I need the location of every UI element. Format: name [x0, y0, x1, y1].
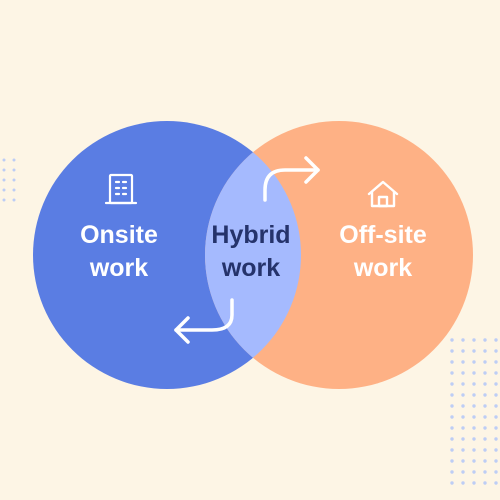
pattern-dot — [450, 393, 454, 397]
onsite-label: Onsite work — [64, 219, 174, 285]
pattern-dot — [450, 338, 454, 342]
pattern-dot — [472, 338, 476, 342]
pattern-dot — [461, 470, 465, 474]
pattern-dot — [472, 360, 476, 364]
pattern-dot — [461, 448, 465, 452]
pattern-dot — [450, 437, 454, 441]
pattern-dot — [483, 470, 487, 474]
office-building-icon — [104, 173, 138, 205]
pattern-dot — [461, 349, 465, 353]
pattern-dot — [461, 481, 465, 485]
pattern-dot — [12, 168, 16, 172]
pattern-dot — [450, 360, 454, 364]
pattern-dot — [494, 415, 498, 419]
pattern-dot — [494, 393, 498, 397]
offsite-label-line2: work — [353, 254, 413, 282]
pattern-dot — [472, 371, 476, 375]
pattern-dot — [494, 338, 498, 342]
pattern-dot — [483, 404, 487, 408]
pattern-dot — [472, 393, 476, 397]
hybrid-label-line1: Hybrid — [211, 221, 291, 249]
pattern-dot — [12, 188, 16, 192]
pattern-dot — [494, 371, 498, 375]
pattern-dot — [461, 371, 465, 375]
pattern-dot — [472, 481, 476, 485]
pattern-dot — [461, 382, 465, 386]
pattern-dot — [494, 459, 498, 463]
pattern-dot — [472, 448, 476, 452]
pattern-dot — [12, 178, 16, 182]
pattern-dot — [494, 448, 498, 452]
pattern-dot — [483, 338, 487, 342]
left-dot-pattern — [2, 158, 16, 202]
pattern-dot — [483, 415, 487, 419]
pattern-dot — [483, 481, 487, 485]
pattern-dot — [483, 426, 487, 430]
pattern-dot — [494, 404, 498, 408]
pattern-dot — [494, 481, 498, 485]
pattern-dot — [450, 382, 454, 386]
pattern-dot — [450, 459, 454, 463]
pattern-dot — [483, 459, 487, 463]
pattern-dot — [472, 404, 476, 408]
pattern-dot — [472, 470, 476, 474]
pattern-dot — [12, 158, 16, 162]
pattern-dot — [2, 168, 6, 172]
pattern-dot — [450, 371, 454, 375]
curved-arrow-right-icon — [263, 156, 320, 202]
pattern-dot — [472, 426, 476, 430]
pattern-dot — [461, 415, 465, 419]
offsite-label-line1: Off-site — [339, 221, 427, 249]
right-dot-pattern — [450, 338, 498, 485]
pattern-dot — [450, 349, 454, 353]
pattern-dot — [472, 415, 476, 419]
pattern-dot — [483, 371, 487, 375]
pattern-dot — [12, 198, 16, 202]
pattern-dot — [461, 437, 465, 441]
pattern-dot — [2, 198, 6, 202]
pattern-dot — [2, 158, 6, 162]
onsite-label-line1: Onsite — [80, 221, 158, 249]
offsite-label: Off-site work — [323, 219, 443, 285]
pattern-dot — [472, 382, 476, 386]
onsite-label-line2: work — [89, 254, 149, 282]
hybrid-overlap — [205, 121, 301, 389]
pattern-dot — [494, 360, 498, 364]
hybrid-label-line2: work — [221, 254, 281, 282]
pattern-dot — [450, 470, 454, 474]
pattern-dot — [472, 349, 476, 353]
pattern-dot — [461, 338, 465, 342]
pattern-dot — [450, 404, 454, 408]
pattern-dot — [494, 426, 498, 430]
pattern-dot — [450, 426, 454, 430]
hybrid-label: Hybrid work — [196, 219, 306, 285]
pattern-dot — [483, 448, 487, 452]
pattern-dot — [472, 437, 476, 441]
pattern-dot — [461, 360, 465, 364]
pattern-dot — [483, 349, 487, 353]
pattern-dot — [494, 349, 498, 353]
pattern-dot — [450, 448, 454, 452]
pattern-dot — [461, 459, 465, 463]
curved-arrow-left-icon — [174, 298, 234, 344]
pattern-dot — [483, 393, 487, 397]
pattern-dot — [450, 481, 454, 485]
pattern-dot — [472, 459, 476, 463]
pattern-dot — [461, 404, 465, 408]
pattern-dot — [483, 437, 487, 441]
pattern-dot — [494, 382, 498, 386]
pattern-dot — [494, 437, 498, 441]
house-icon — [367, 180, 399, 208]
pattern-dot — [483, 382, 487, 386]
pattern-dot — [450, 415, 454, 419]
pattern-dot — [2, 188, 6, 192]
pattern-dot — [2, 178, 6, 182]
pattern-dot — [461, 426, 465, 430]
pattern-dot — [461, 393, 465, 397]
pattern-dot — [483, 360, 487, 364]
pattern-dot — [494, 470, 498, 474]
